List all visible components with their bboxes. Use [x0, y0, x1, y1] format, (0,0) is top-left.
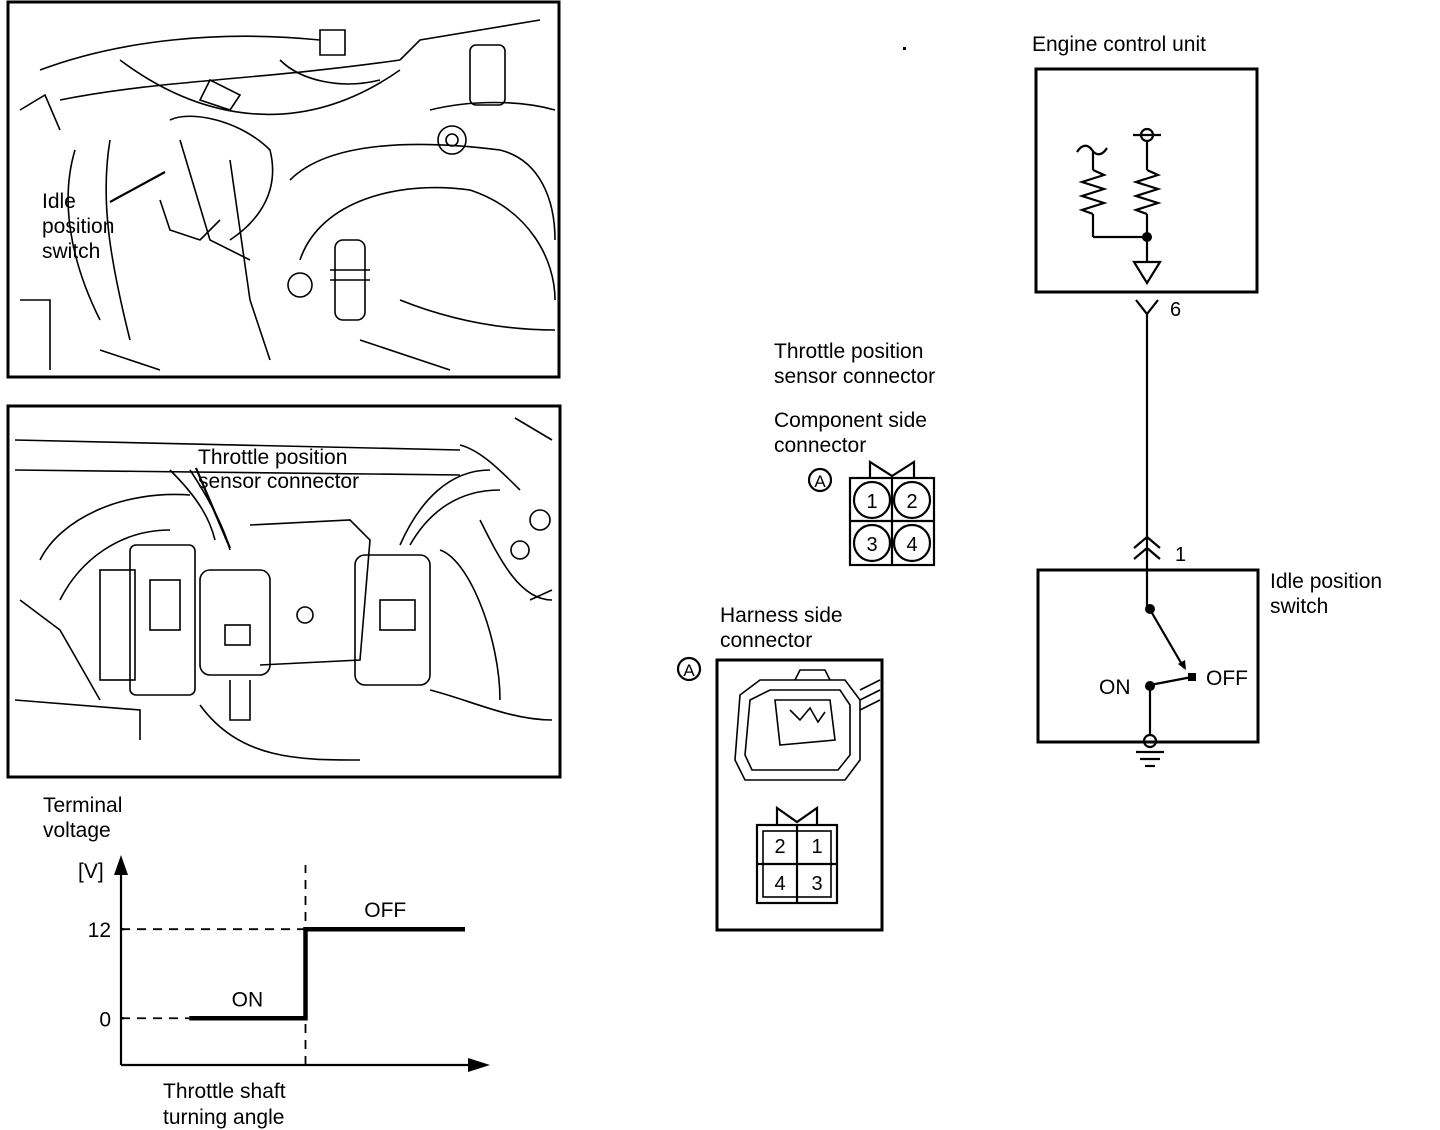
- idle-switch-photo-label-3: switch: [42, 240, 100, 263]
- chart-x-axis-arrow: [468, 1058, 490, 1072]
- component-pin-3: 3: [866, 534, 877, 556]
- chart-segment-label: OFF: [364, 899, 406, 922]
- idle-switch-photo-label-1: Idle: [42, 190, 76, 213]
- marker-a-circle-icon: [676, 656, 702, 682]
- chart-y-axis-arrow: [114, 855, 128, 875]
- chart-yunit: [V]: [78, 860, 104, 883]
- switch-terminal-number: 1: [1175, 544, 1186, 566]
- chart-xlabel-1: Throttle shaft: [163, 1080, 286, 1103]
- harness-side-label-1: Harness side: [720, 604, 843, 627]
- marker-a-circle-icon: [807, 467, 833, 493]
- connector-section: Throttle position sensor connector Compo…: [676, 340, 936, 932]
- harness-side-label-2: connector: [720, 629, 812, 652]
- component-side-connector: A 1 2 3 4: [807, 459, 936, 567]
- component-side-label-2: connector: [774, 434, 866, 457]
- tps-photo-label-1: Throttle position: [198, 446, 347, 469]
- tps-photo-label-2: sensor connector: [198, 470, 359, 493]
- scan-speck: [903, 47, 906, 50]
- component-side-label-1: Component side: [774, 409, 927, 432]
- idle-switch-label-1: Idle position: [1270, 570, 1382, 593]
- ecu-label: Engine control unit: [1032, 33, 1206, 56]
- switch-off-label: OFF: [1206, 667, 1248, 690]
- harness-pin-2: 2: [774, 836, 785, 858]
- chart-ylabel-2: voltage: [43, 819, 111, 842]
- idle-switch-label-2: switch: [1270, 595, 1328, 618]
- chart-ytick-label: 12: [88, 919, 111, 942]
- harness-marker-a: A: [683, 661, 695, 680]
- component-marker-a: A: [814, 472, 826, 491]
- engine-photo-idle-switch: Idle position switch: [6, 0, 561, 379]
- harness-side-connector: A 2 1 4 3: [676, 656, 884, 932]
- chart-ytick-label: 0: [99, 1008, 111, 1031]
- chart-xlabel-2: turning angle: [163, 1106, 284, 1129]
- engine-photo-tps-connector: Throttle position sensor connector: [6, 404, 562, 779]
- circuit-schematic: Engine control unit 6 1 Idle position sw…: [1032, 33, 1382, 768]
- chart-voltage-line: [189, 926, 465, 1021]
- harness-pin-1: 1: [811, 836, 822, 858]
- chart-ylabel-1: Terminal: [43, 794, 122, 817]
- tps-connector-title-2: sensor connector: [774, 365, 935, 388]
- ground-icon: [1136, 750, 1164, 768]
- harness-pin-4: 4: [774, 873, 785, 895]
- harness-pin-3: 3: [811, 873, 822, 895]
- idle-switch-photo-label-2: position: [42, 215, 114, 238]
- component-pin-4: 4: [906, 534, 917, 556]
- tps-connector-title-1: Throttle position: [774, 340, 923, 363]
- harness-plug-drawing-icon: [734, 669, 881, 781]
- component-pin-2: 2: [906, 491, 917, 513]
- component-pin-1: 1: [866, 491, 877, 513]
- switch-on-label: ON: [1099, 676, 1131, 699]
- ecu-terminal-number: 6: [1170, 299, 1181, 321]
- switch-contact: [1151, 612, 1185, 669]
- chart-segment-label: ON: [232, 988, 264, 1011]
